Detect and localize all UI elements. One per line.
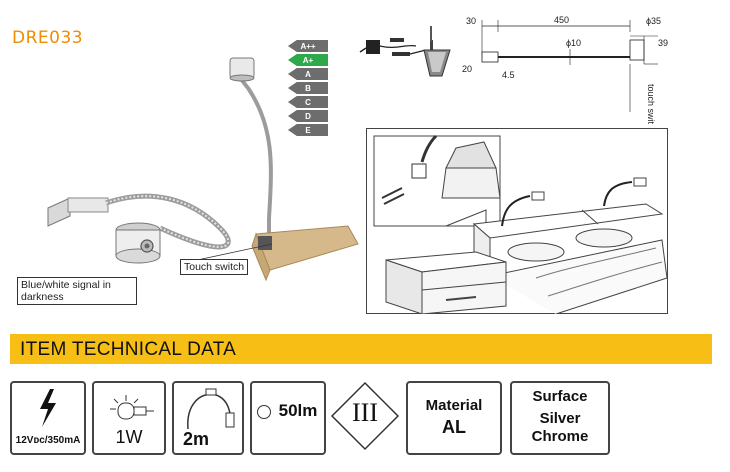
pillow-left (507, 242, 565, 262)
dimension-drawing: 30 450 ϕ35 ϕ10 39 20 4.5 touch switch (462, 15, 668, 124)
protection-class-value: III (352, 398, 378, 427)
signal-callout: Blue/white signal in darkness (17, 277, 137, 305)
lumen-value: 50lm (278, 401, 318, 420)
touch-switch-callout: Touch switch (180, 259, 249, 275)
dim-450: 450 (554, 15, 569, 25)
energy-class-a: A (288, 68, 328, 80)
bed (489, 239, 668, 314)
power-supply-spec: 12Vᴅᴄ/350mA (10, 381, 86, 455)
dim-39: 39 (658, 38, 668, 48)
surface-label: Surface (532, 388, 588, 405)
wattage-spec: 1W (92, 381, 166, 455)
material-value: AL (442, 417, 466, 437)
energy-class-d: D (288, 110, 328, 122)
bulb-icon (110, 395, 154, 420)
wattage-value: 1W (115, 427, 143, 447)
dim-20: 20 (462, 64, 472, 74)
energy-label: A++ A+ A B C D E (288, 40, 328, 138)
lumen-icon (257, 405, 271, 419)
energy-class-c: C (288, 96, 328, 108)
touch-switch-text: touch switch (646, 84, 656, 124)
dim-phi10: ϕ10 (566, 38, 581, 48)
energy-class-ap: A+ (288, 54, 328, 66)
clamp (258, 236, 272, 250)
protection-diamond-icon (330, 381, 400, 451)
surface-value-2: Chrome (531, 428, 589, 445)
accessories-drawing (359, 26, 451, 77)
lumen-spec: 50lm (250, 381, 326, 455)
cable-length-spec: 2m (172, 381, 244, 455)
surface-value-1: Silver (539, 410, 581, 427)
bedroom-scene (366, 128, 668, 314)
product-illustration (47, 57, 359, 282)
wall-plate (47, 197, 71, 227)
technical-data-header: ITEM TECHNICAL DATA (10, 334, 712, 364)
arm-base (481, 51, 499, 63)
surface-spec: Surface Silver Chrome (510, 381, 610, 455)
dim-30: 30 (466, 16, 476, 26)
dim-4-5: 4.5 (502, 70, 515, 80)
energy-class-app: A++ (288, 40, 328, 52)
power-supply-value: 12Vᴅᴄ/350mA (15, 435, 81, 446)
gooseneck-upper (233, 67, 273, 219)
energy-class-b: B (288, 82, 328, 94)
section-title: ITEM TECHNICAL DATA (20, 339, 237, 360)
pillow-right (575, 228, 633, 248)
mount-block (67, 197, 109, 213)
lightning-icon (40, 389, 56, 427)
material-spec: Material AL (406, 381, 502, 455)
energy-class-e: E (288, 124, 328, 136)
lamp-head-outline (629, 39, 645, 61)
cable-length-value: 2m (182, 429, 209, 449)
protection-class-spec: III (330, 381, 400, 451)
material-label: Material (425, 397, 483, 414)
bed-lamp-right (603, 181, 633, 207)
cable-icon (187, 388, 235, 430)
power-adapter-icon (366, 40, 380, 54)
dim-phi35: ϕ35 (646, 16, 661, 26)
product-code: DRE033 (12, 28, 84, 48)
bed-lamp-left (501, 195, 531, 227)
